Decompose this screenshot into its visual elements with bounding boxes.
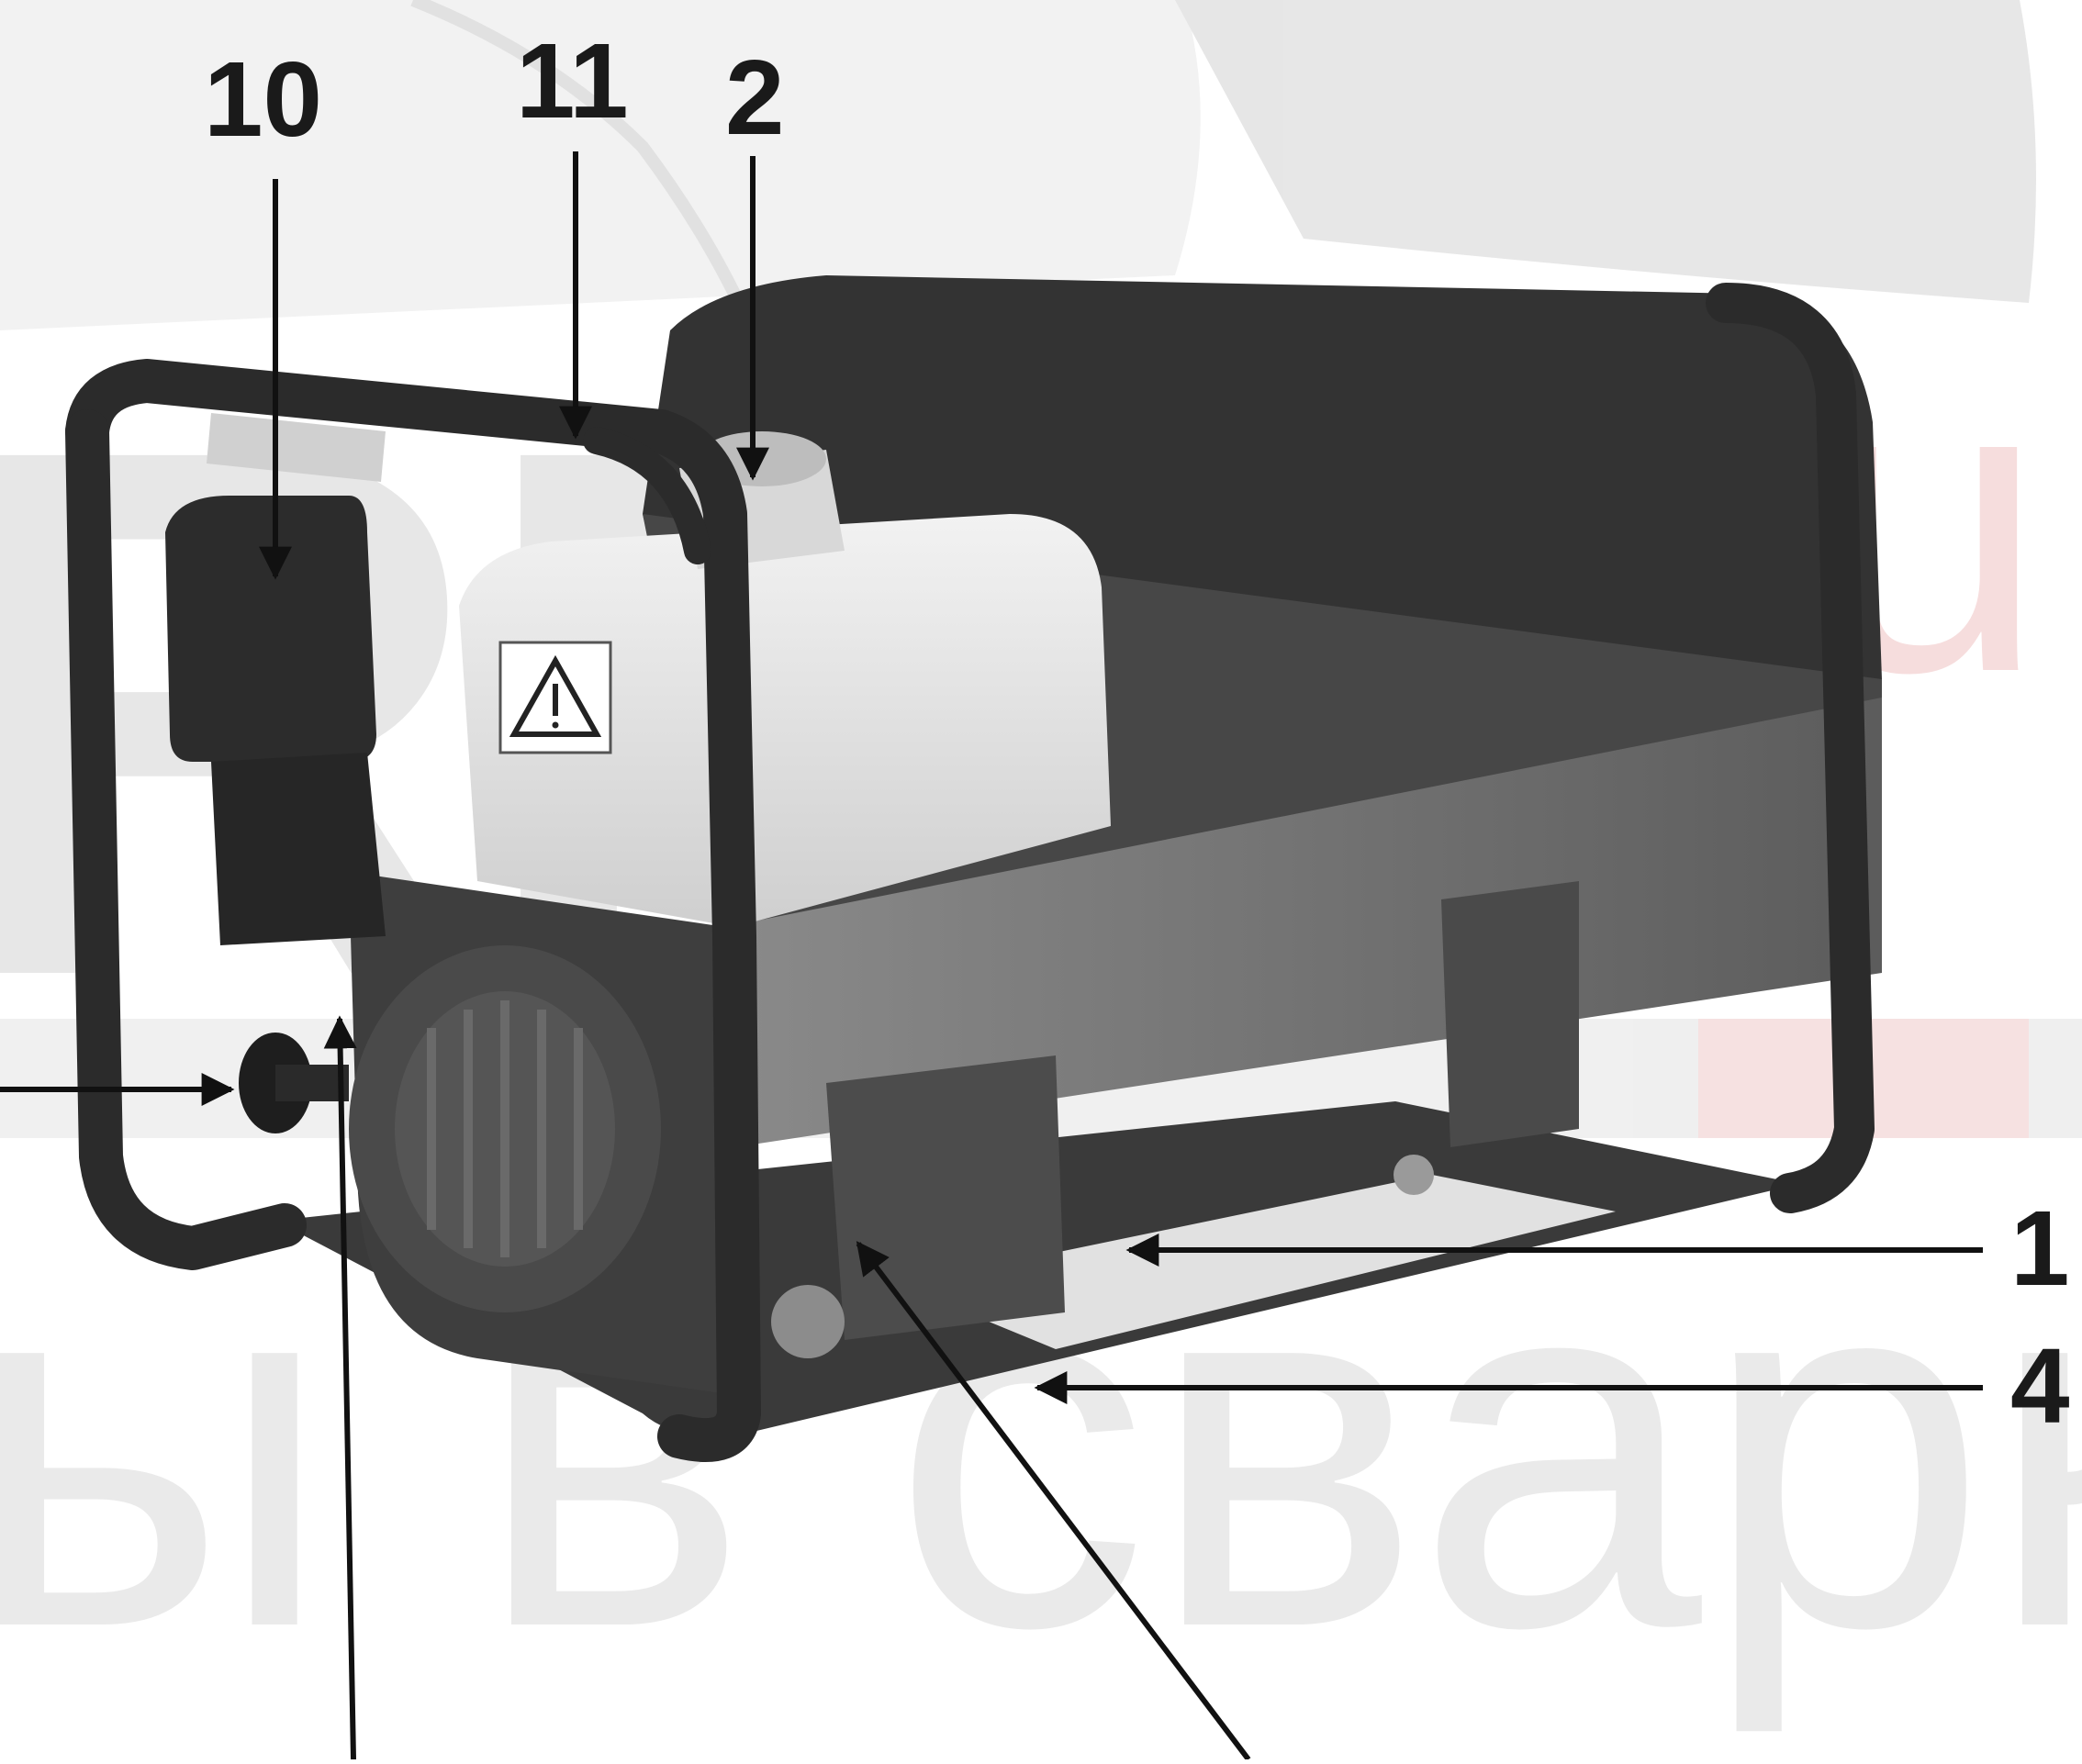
air-filter-box — [165, 496, 386, 945]
callout-4: 4 — [2010, 1326, 2070, 1446]
engine-block — [349, 872, 1065, 1395]
warning-triangle-icon — [498, 641, 612, 754]
fuel-knob — [239, 1033, 349, 1133]
side-panel — [725, 698, 1882, 1195]
frame-label-plate — [207, 413, 386, 482]
callout-2: 2 — [725, 38, 785, 157]
tubular-frame — [65, 283, 1875, 1463]
callout-1: 1 — [2010, 1189, 2070, 1308]
leader-lines — [0, 151, 1983, 1761]
callout-11: 11 — [516, 21, 629, 140]
callout-10: 10 — [204, 39, 323, 159]
